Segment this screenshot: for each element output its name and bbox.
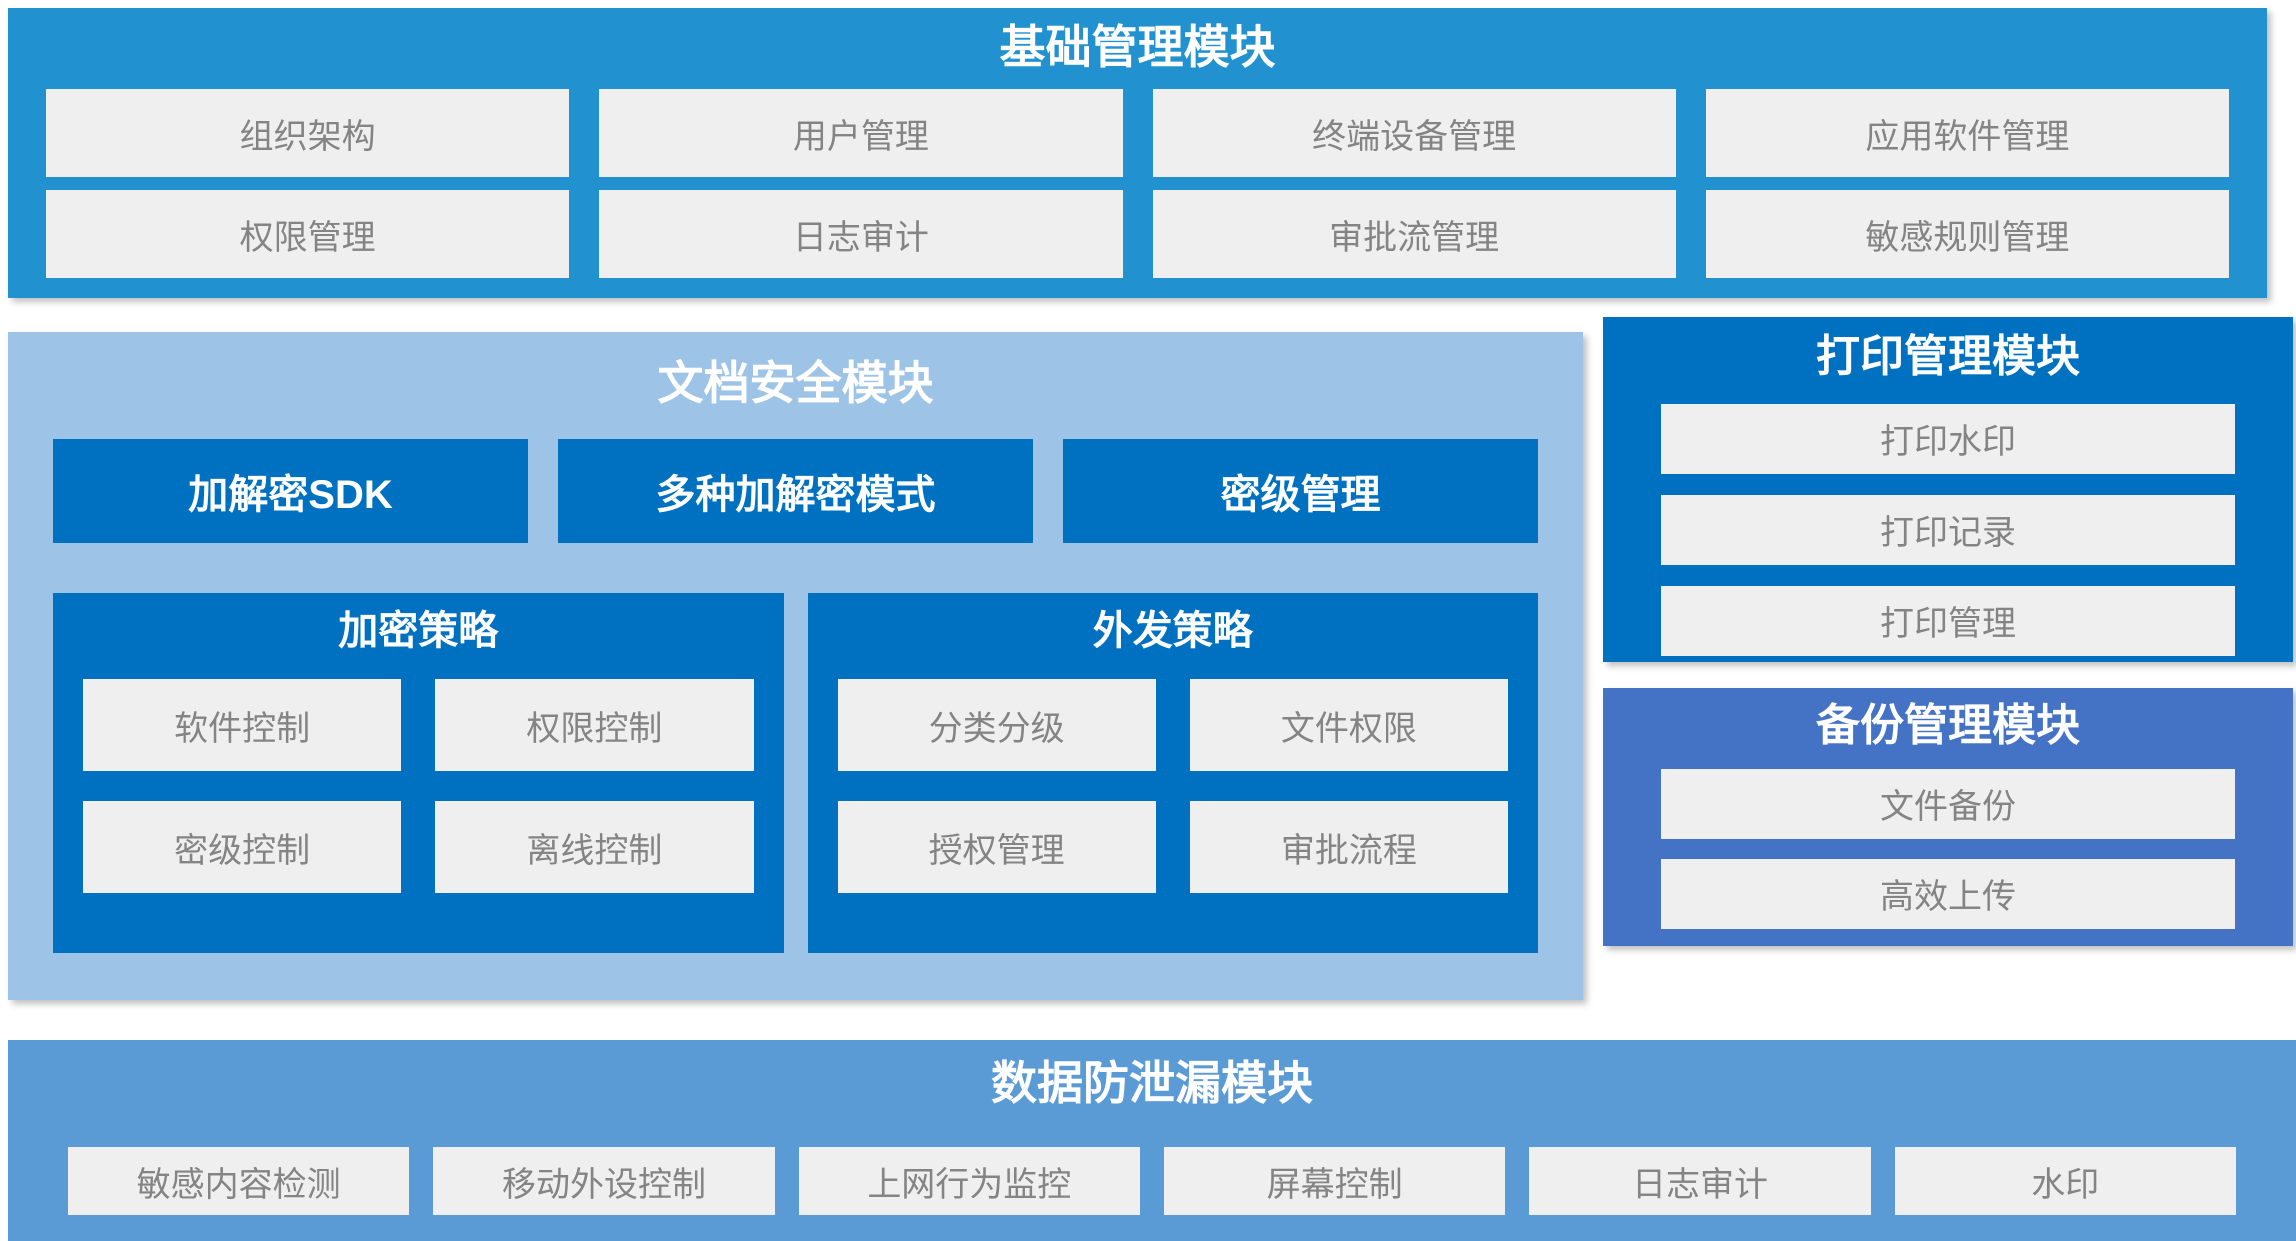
backup-module-list: 文件备份 高效上传 bbox=[1661, 768, 2235, 929]
outgoing-policy-grid: 分类分级 文件权限 授权管理 审批流程 bbox=[837, 679, 1508, 894]
basic-item: 审批流管理 bbox=[1152, 190, 1676, 279]
outgoing-policy-item: 分类分级 bbox=[837, 679, 1156, 772]
basic-item: 应用软件管理 bbox=[1705, 89, 2229, 178]
dlp-item: 敏感内容检测 bbox=[68, 1147, 410, 1216]
backup-module-panel: 备份管理模块 文件备份 高效上传 bbox=[1603, 688, 2293, 946]
outgoing-policy-item: 授权管理 bbox=[837, 801, 1156, 894]
print-item: 打印记录 bbox=[1661, 494, 2235, 565]
dlp-module-row: 敏感内容检测 移动外设控制 上网行为监控 屏幕控制 日志审计 水印 bbox=[68, 1147, 2236, 1216]
basic-module-grid: 组织架构 用户管理 终端设备管理 应用软件管理 权限管理 日志审计 审批流管理 … bbox=[8, 75, 2267, 279]
basic-item: 日志审计 bbox=[599, 190, 1123, 279]
basic-item: 敏感规则管理 bbox=[1705, 190, 2229, 279]
document-feature-item: 密级管理 bbox=[1063, 439, 1538, 544]
outgoing-policy-panel: 外发策略 分类分级 文件权限 授权管理 审批流程 bbox=[807, 593, 1538, 954]
encrypt-policy-panel: 加密策略 软件控制 权限控制 密级控制 离线控制 bbox=[53, 593, 784, 954]
dlp-module-title: 数据防泄漏模块 bbox=[991, 1057, 1313, 1109]
document-security-panel: 文档安全模块 加解密SDK 多种加解密模式 密级管理 加密策略 软件控制 权限控… bbox=[8, 332, 1583, 1000]
dlp-item: 移动外设控制 bbox=[433, 1147, 775, 1216]
dlp-item: 上网行为监控 bbox=[798, 1147, 1140, 1216]
outgoing-policy-item: 审批流程 bbox=[1189, 801, 1508, 894]
print-item: 打印管理 bbox=[1661, 585, 2235, 656]
dlp-module-panel: 数据防泄漏模块 敏感内容检测 移动外设控制 上网行为监控 屏幕控制 日志审计 水… bbox=[8, 1040, 2296, 1241]
basic-module-panel: 基础管理模块 组织架构 用户管理 终端设备管理 应用软件管理 权限管理 日志审计… bbox=[8, 8, 2267, 298]
outgoing-policy-item: 文件权限 bbox=[1189, 679, 1508, 772]
encrypt-policy-item: 密级控制 bbox=[83, 801, 402, 894]
outgoing-policy-title: 外发策略 bbox=[1092, 609, 1253, 654]
print-item: 打印水印 bbox=[1661, 403, 2235, 474]
policy-subpanel-row: 加密策略 软件控制 权限控制 密级控制 离线控制 外发策略 分类分级 文件权限 … bbox=[8, 593, 1583, 954]
print-module-panel: 打印管理模块 打印水印 打印记录 打印管理 bbox=[1603, 317, 2293, 662]
document-feature-row: 加解密SDK 多种加解密模式 密级管理 bbox=[8, 439, 1583, 544]
basic-item: 权限管理 bbox=[46, 190, 570, 279]
encrypt-policy-grid: 软件控制 权限控制 密级控制 离线控制 bbox=[83, 679, 754, 894]
backup-module-title: 备份管理模块 bbox=[1816, 701, 2080, 750]
document-security-title: 文档安全模块 bbox=[657, 357, 934, 409]
encrypt-policy-item: 权限控制 bbox=[435, 679, 754, 772]
document-feature-item: 多种加解密模式 bbox=[558, 439, 1033, 544]
dlp-item: 屏幕控制 bbox=[1163, 1147, 1506, 1216]
print-module-title: 打印管理模块 bbox=[1816, 332, 2080, 381]
dlp-item: 水印 bbox=[1894, 1147, 2236, 1216]
basic-item: 组织架构 bbox=[46, 89, 570, 178]
encrypt-policy-item: 软件控制 bbox=[83, 679, 402, 772]
document-feature-item: 加解密SDK bbox=[53, 439, 528, 544]
backup-item: 高效上传 bbox=[1661, 858, 2235, 929]
dlp-item: 日志审计 bbox=[1529, 1147, 1871, 1216]
encrypt-policy-item: 离线控制 bbox=[435, 801, 754, 894]
print-module-list: 打印水印 打印记录 打印管理 bbox=[1661, 403, 2235, 656]
encrypt-policy-title: 加密策略 bbox=[338, 609, 499, 654]
basic-item: 终端设备管理 bbox=[1152, 89, 1676, 178]
backup-item: 文件备份 bbox=[1661, 768, 2235, 839]
basic-module-title: 基础管理模块 bbox=[999, 21, 1276, 73]
basic-item: 用户管理 bbox=[599, 89, 1123, 178]
